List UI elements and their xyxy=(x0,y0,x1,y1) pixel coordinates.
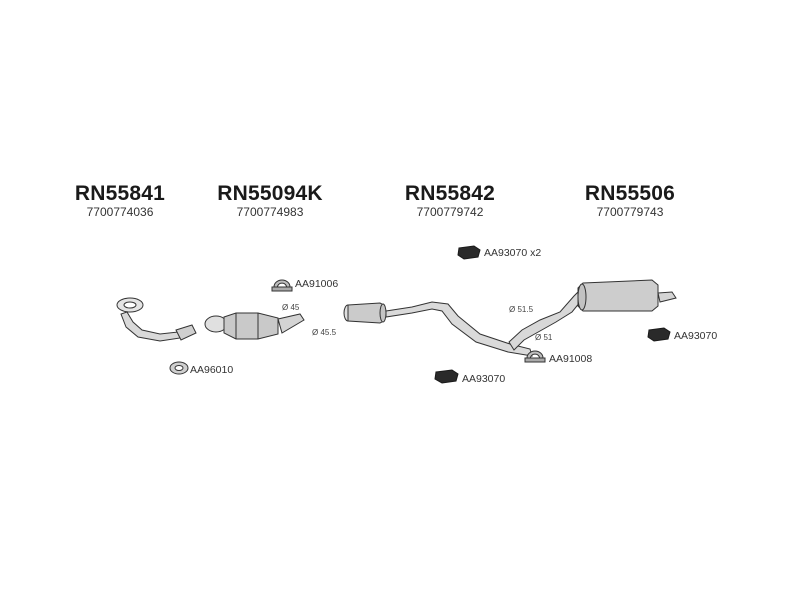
part-header-catalyst: RN55094K 7700774983 xyxy=(205,182,335,220)
part-header-front-pipe: RN55841 7700774036 xyxy=(70,182,170,220)
part-oem-number: 7700779743 xyxy=(596,205,664,219)
part-code: RN55506 xyxy=(584,182,676,205)
dimension-51-5: Ø 51.5 xyxy=(509,305,534,314)
label-gasket-front: AA96010 xyxy=(190,364,234,376)
part-code: RN55841 xyxy=(74,182,166,205)
label-clamp-rear: AA91008 xyxy=(549,353,593,365)
hanger-rear-drawing xyxy=(647,327,671,342)
catalyst-drawing xyxy=(204,312,305,340)
hanger-mid-drawing xyxy=(434,369,459,384)
label-hanger-x2: AA93070 x2 xyxy=(484,247,542,259)
part-oem-number: 7700774036 xyxy=(86,205,154,219)
part-header-middle-silencer: RN55842 7700779742 xyxy=(395,182,505,220)
dimension-45: Ø 45 xyxy=(282,303,300,312)
gasket-drawing xyxy=(169,361,189,375)
part-code: RN55094K xyxy=(217,182,323,205)
dimension-45-5: Ø 45.5 xyxy=(312,328,337,337)
label-clamp-cat: AA91006 xyxy=(295,278,339,290)
clamp-cat-drawing xyxy=(271,279,293,292)
rear-silencer-drawing xyxy=(508,279,677,351)
label-hanger-mid: AA93070 xyxy=(462,373,506,385)
clamp-rear-drawing xyxy=(524,350,546,363)
front-pipe-drawing xyxy=(116,297,197,342)
middle-silencer-drawing xyxy=(343,301,533,357)
hanger-x2-drawing xyxy=(457,245,481,260)
part-oem-number: 7700774983 xyxy=(236,205,304,219)
part-oem-number: 7700779742 xyxy=(416,205,484,219)
part-header-rear-silencer: RN55506 7700779743 xyxy=(575,182,685,220)
part-code: RN55842 xyxy=(404,182,496,205)
dimension-51: Ø 51 xyxy=(535,333,553,342)
label-hanger-rear: AA93070 xyxy=(674,330,718,342)
